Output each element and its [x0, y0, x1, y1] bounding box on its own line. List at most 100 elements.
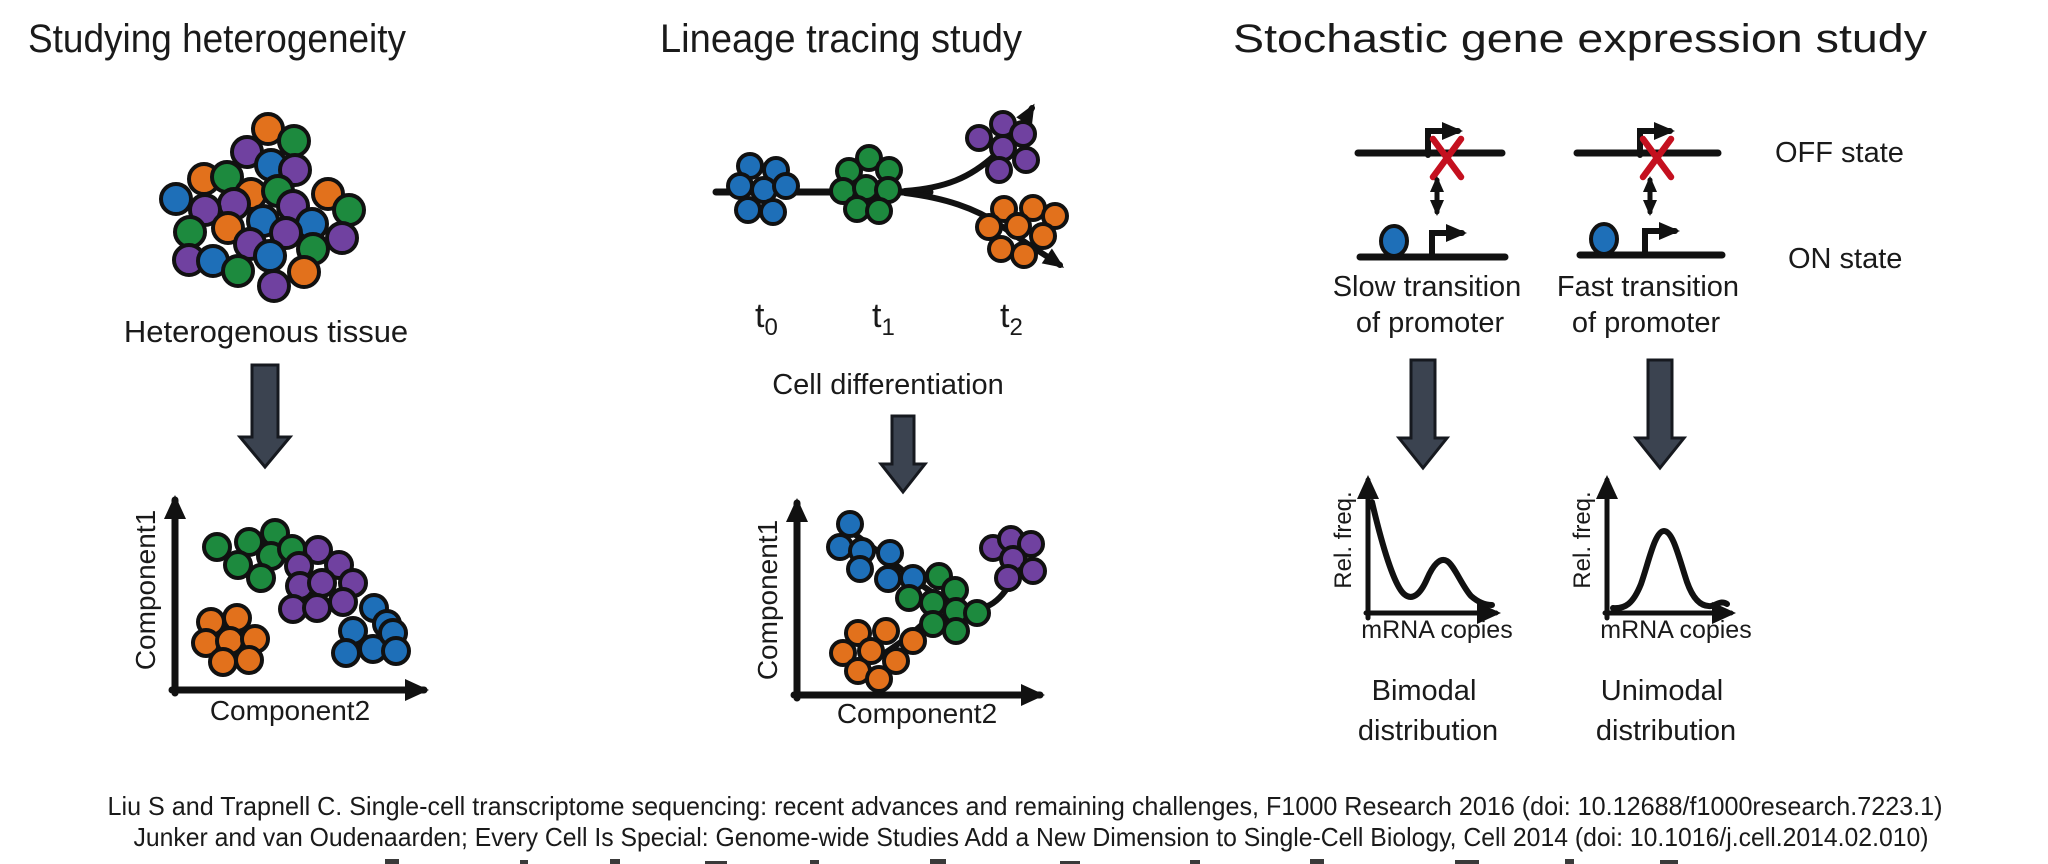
orange-cell-dot	[975, 213, 1003, 241]
green-cell-dot	[895, 584, 923, 612]
on-state-label: ON state	[1788, 243, 1902, 275]
cell-differentiation-caption: Cell differentiation	[772, 369, 1004, 401]
gene-diagram-fast	[1573, 122, 1726, 259]
green-cell-dot	[942, 617, 970, 645]
orange-cell-dot	[857, 637, 885, 665]
purple-cell-dot	[1012, 146, 1040, 174]
timepoint-t1-sub: 1	[881, 314, 894, 341]
x-axis-label: Component2	[837, 698, 997, 729]
orange-cell-dot	[899, 627, 927, 655]
bimodal-caption-line2: distribution	[1358, 715, 1498, 747]
red-x-icon	[1429, 135, 1465, 181]
x-axis-label: mRNA copies	[1600, 616, 1751, 644]
distribution-plot-unimodal: Rel. freq. mRNA copies Unimodal distribu…	[1569, 475, 1752, 747]
timepoint-t1-base: t	[872, 297, 882, 335]
green-cell-dot	[173, 215, 207, 249]
orange-cell-dot	[1041, 202, 1069, 230]
panel-stochastic: Stochastic gene expression study	[1233, 17, 1927, 747]
timepoint-t1: t1	[872, 297, 895, 341]
timepoint-t2-base: t	[1000, 297, 1010, 335]
bimodal-curve	[1369, 499, 1495, 608]
x-axis-label: mRNA copies	[1361, 616, 1512, 644]
green-cell-dot	[223, 550, 253, 580]
slow-transition-label-line1: Slow transition	[1333, 271, 1522, 303]
slow-transition-label-line2: of promoter	[1356, 307, 1505, 339]
orange-cell-dot	[882, 647, 910, 675]
green-cell-dot	[332, 193, 366, 227]
timepoint-t0: t0	[755, 297, 778, 341]
timepoint-t2: t2	[1000, 297, 1023, 341]
purple-cell-dot	[325, 221, 359, 255]
purple-cell-dot	[257, 269, 291, 303]
orange-cell-dot	[208, 647, 238, 677]
panel-title-stochastic: Stochastic gene expression study	[1233, 17, 1927, 61]
unimodal-curve	[1610, 527, 1730, 612]
green-cell-dot	[277, 124, 311, 158]
green-cell-dot	[865, 197, 893, 225]
unimodal-caption-line2: distribution	[1596, 715, 1736, 747]
scatter-dots	[826, 510, 1047, 693]
green-cell-dot	[963, 599, 991, 627]
purple-cell-dot	[985, 156, 1013, 184]
citation-line-1: Liu S and Trapnell C. Single-cell transc…	[108, 791, 1943, 821]
timepoint-t0-sub: 0	[764, 314, 777, 341]
x-axis-label: Component2	[210, 695, 370, 726]
orange-cell-dot	[1029, 222, 1057, 250]
blue-cell-dot	[253, 239, 287, 273]
down-arrow-icon	[877, 414, 929, 495]
scatter-plot-lineage: Component1 Component2	[752, 498, 1047, 729]
citation-line-2: Junker and van Oudenaarden; Every Cell I…	[134, 822, 1929, 852]
purple-cell-dot	[328, 587, 358, 617]
orange-cell-dot	[829, 639, 857, 667]
blue-cell-dot	[759, 198, 787, 226]
promoter-arrow-icon	[1642, 222, 1680, 258]
purple-cell-dot	[307, 568, 337, 598]
timepoint-t2-sub: 2	[1009, 314, 1022, 341]
blue-cell-dot	[381, 636, 411, 666]
blue-cell-dot	[734, 196, 762, 224]
down-arrow-icon	[1632, 358, 1688, 471]
fast-transition-label-line2: of promoter	[1572, 307, 1721, 339]
purple-cell-dot	[965, 124, 993, 152]
tissue-cluster-illustration	[159, 112, 366, 303]
down-arrow-icon	[236, 363, 294, 470]
green-cell-dot	[246, 563, 276, 593]
blue-cell-dot	[726, 172, 754, 200]
orange-cell-dot	[987, 235, 1015, 263]
lineage-cell-clusters	[726, 110, 1069, 269]
citations: Liu S and Trapnell C. Single-cell transc…	[108, 791, 1943, 864]
green-cell-dot	[919, 610, 947, 638]
green-cell-dot	[202, 532, 232, 562]
purple-cell-dot	[1017, 530, 1045, 558]
distribution-plot-bimodal: Rel. freq. mRNA copies Bimodal distribut…	[1330, 475, 1513, 747]
purple-cell-dot	[994, 564, 1022, 592]
polymerase-icon	[1589, 222, 1619, 256]
scatter-plot-heterogeneity: Component1 Component2	[130, 495, 429, 726]
purple-cell-dot	[269, 216, 303, 250]
orange-cell-dot	[1004, 212, 1032, 240]
purple-cell-dot	[1019, 557, 1047, 585]
orange-cell-dot	[1010, 241, 1038, 269]
green-cell-dot	[855, 144, 883, 172]
panel-title-heterogeneity: Studying heterogeneity	[28, 17, 406, 61]
y-axis-label: Rel. freq.	[1330, 491, 1357, 588]
green-cell-dot	[221, 254, 255, 288]
red-x-icon	[1639, 135, 1675, 181]
bimodal-caption-line1: Bimodal	[1372, 675, 1477, 707]
promoter-arrow-icon	[1429, 224, 1467, 260]
purple-cell-dot	[1009, 120, 1037, 148]
down-arrow-icon	[1395, 358, 1451, 471]
blue-cell-dot	[876, 539, 904, 567]
blue-cell-dot	[772, 172, 800, 200]
tissue-label: Heterogenous tissue	[124, 314, 408, 349]
fast-transition-label-line1: Fast transition	[1557, 271, 1739, 303]
blue-cell-dot	[159, 182, 193, 216]
off-state-label: OFF state	[1775, 137, 1904, 169]
orange-cell-dot	[872, 617, 900, 645]
y-axis-label: Component1	[752, 520, 783, 680]
panel-heterogeneity: Studying heterogeneity Heterogenous tiss…	[28, 17, 429, 726]
purple-cell-dot	[302, 593, 332, 623]
scatter-dots	[191, 518, 411, 677]
y-axis-label: Component1	[130, 510, 161, 670]
